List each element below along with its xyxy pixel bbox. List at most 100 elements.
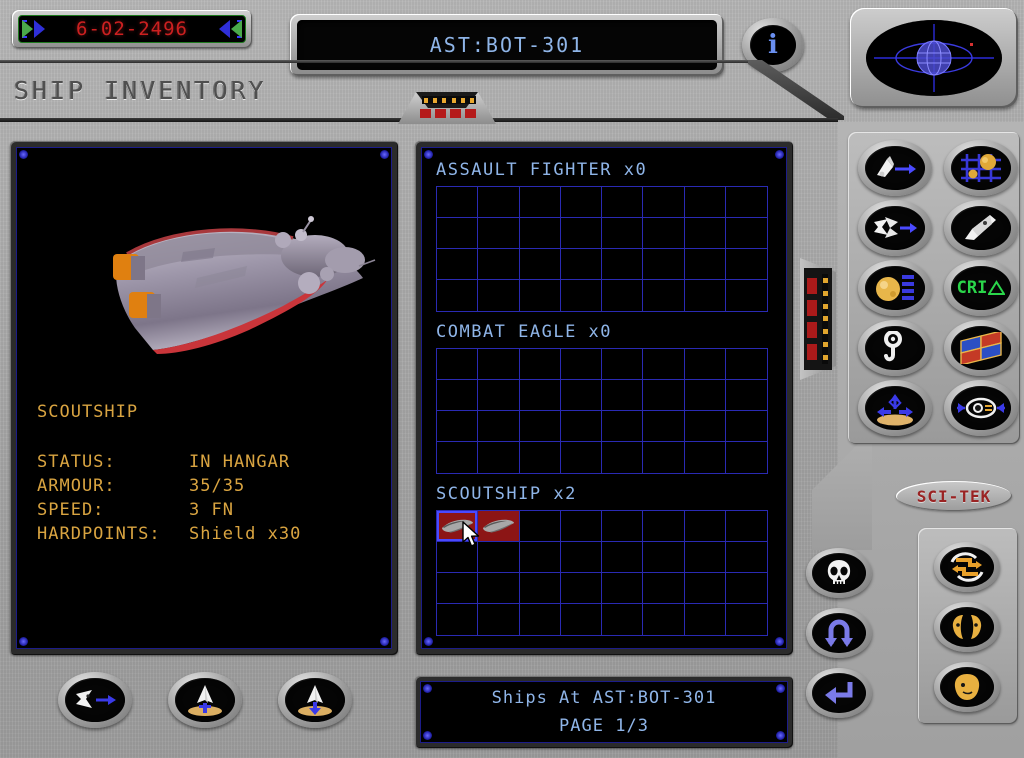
ship-select-button[interactable] <box>944 200 1018 256</box>
inventory-cell-empty[interactable] <box>602 411 644 442</box>
inventory-cell-empty[interactable] <box>643 542 685 573</box>
inventory-cell-empty[interactable] <box>685 604 726 635</box>
inventory-cell-empty[interactable] <box>643 604 685 635</box>
planet-grid-button[interactable] <box>944 140 1018 196</box>
inventory-cell-empty[interactable] <box>643 511 685 542</box>
inventory-cell-empty[interactable] <box>478 280 520 311</box>
inventory-cell-empty[interactable] <box>560 380 602 411</box>
inventory-cell-empty[interactable] <box>684 542 726 573</box>
inventory-cell-empty[interactable] <box>560 542 602 573</box>
inventory-cell-empty[interactable] <box>437 187 479 218</box>
inventory-cell-empty[interactable] <box>478 442 520 473</box>
inventory-cell-empty[interactable] <box>725 573 767 604</box>
inventory-cell-empty[interactable] <box>519 380 561 411</box>
inventory-cell-empty[interactable] <box>684 411 726 442</box>
inventory-cell-empty[interactable] <box>437 442 479 473</box>
inventory-cell-empty[interactable] <box>685 280 726 311</box>
inventory-cell-empty[interactable] <box>560 187 602 218</box>
inventory-cell-empty[interactable] <box>684 349 726 380</box>
return-button[interactable] <box>806 668 872 718</box>
inventory-cell-empty[interactable] <box>560 573 602 604</box>
inventory-cell-empty[interactable] <box>561 604 602 635</box>
inventory-cell-empty[interactable] <box>684 511 726 542</box>
inventory-cell-empty[interactable] <box>478 349 520 380</box>
inventory-cell-empty[interactable] <box>437 280 479 311</box>
inventory-cell-empty[interactable] <box>519 411 561 442</box>
inventory-cell-empty[interactable] <box>602 604 644 635</box>
inventory-cell-empty[interactable] <box>519 187 561 218</box>
launch-rocket-button[interactable] <box>858 140 932 196</box>
land-ship-button[interactable] <box>278 672 352 728</box>
cargo-hook-button[interactable] <box>858 320 932 376</box>
inventory-cell-empty[interactable] <box>561 442 602 473</box>
inventory-cell-empty[interactable] <box>643 411 685 442</box>
inventory-cell-empty[interactable] <box>437 218 479 249</box>
inventory-cell-empty[interactable] <box>519 249 561 280</box>
inventory-cell-empty[interactable] <box>437 604 479 635</box>
inventory-cell-empty[interactable] <box>437 380 479 411</box>
inventory-cell-empty[interactable] <box>519 349 561 380</box>
inventory-grid[interactable] <box>436 186 768 312</box>
inventory-cell-empty[interactable] <box>478 573 520 604</box>
inventory-cell-empty[interactable] <box>560 511 602 542</box>
inventory-cell-empty[interactable] <box>725 542 767 573</box>
inventory-cell-empty[interactable] <box>602 218 644 249</box>
inventory-cell-empty[interactable] <box>602 511 644 542</box>
tile-map-button[interactable] <box>944 320 1018 376</box>
inventory-cell-empty[interactable] <box>726 442 767 473</box>
inventory-cell-empty[interactable] <box>725 187 767 218</box>
inventory-cell-empty[interactable] <box>560 411 602 442</box>
inventory-cell-empty[interactable] <box>520 604 561 635</box>
inventory-cell-empty[interactable] <box>478 542 520 573</box>
inventory-cell-empty[interactable] <box>519 542 561 573</box>
inventory-cell-empty[interactable] <box>643 380 685 411</box>
inventory-cell-empty[interactable] <box>725 411 767 442</box>
inventory-cell-empty[interactable] <box>643 249 685 280</box>
inventory-cell-empty[interactable] <box>478 411 520 442</box>
inventory-cell-empty[interactable] <box>519 511 561 542</box>
inventory-cell-empty[interactable] <box>725 511 767 542</box>
inventory-cell-empty[interactable] <box>643 280 685 311</box>
radar-display[interactable] <box>850 8 1018 108</box>
inventory-cell-empty[interactable] <box>726 280 767 311</box>
inventory-cell-empty[interactable] <box>560 249 602 280</box>
inventory-cell-empty[interactable] <box>602 249 644 280</box>
inventory-cell-empty[interactable] <box>602 380 644 411</box>
inventory-cell-empty[interactable] <box>684 249 726 280</box>
inventory-cell-empty[interactable] <box>725 380 767 411</box>
inventory-cell-empty[interactable] <box>725 349 767 380</box>
inventory-cell-empty[interactable] <box>478 249 520 280</box>
inventory-cell-filled[interactable] <box>437 511 479 542</box>
inventory-cell-empty[interactable] <box>478 187 520 218</box>
inventory-cell-empty[interactable] <box>519 218 561 249</box>
inventory-cell-empty[interactable] <box>561 280 602 311</box>
inventory-cell-empty[interactable] <box>726 604 767 635</box>
inventory-grid[interactable] <box>436 510 768 636</box>
diplomacy-button[interactable] <box>934 602 1000 652</box>
inventory-cell-empty[interactable] <box>560 349 602 380</box>
inventory-cell-empty[interactable] <box>684 380 726 411</box>
personnel-button[interactable] <box>934 662 1000 712</box>
inventory-cell-empty[interactable] <box>684 573 726 604</box>
inventory-cell-empty[interactable] <box>685 442 726 473</box>
inventory-cell-empty[interactable] <box>643 187 685 218</box>
inventory-cell-empty[interactable] <box>520 280 561 311</box>
fleet-move-button[interactable] <box>858 200 932 256</box>
inventory-cell-empty[interactable] <box>643 573 685 604</box>
inventory-cell-empty[interactable] <box>478 380 520 411</box>
inventory-cell-empty[interactable] <box>725 218 767 249</box>
cria-button[interactable]: CRI <box>944 260 1018 316</box>
move-ship-button[interactable] <box>58 672 132 728</box>
inventory-cell-empty[interactable] <box>437 411 479 442</box>
inventory-cell-empty[interactable] <box>643 218 685 249</box>
destroy-button[interactable] <box>806 548 872 598</box>
inventory-cell-empty[interactable] <box>602 187 644 218</box>
trade-button[interactable] <box>934 542 1000 592</box>
inventory-grid[interactable] <box>436 348 768 474</box>
launch-ship-button[interactable] <box>168 672 242 728</box>
deploy-button[interactable] <box>858 380 932 436</box>
planet-stats-button[interactable] <box>858 260 932 316</box>
inventory-cell-empty[interactable] <box>437 249 479 280</box>
inventory-cell-empty[interactable] <box>602 542 644 573</box>
inventory-cell-empty[interactable] <box>602 442 644 473</box>
